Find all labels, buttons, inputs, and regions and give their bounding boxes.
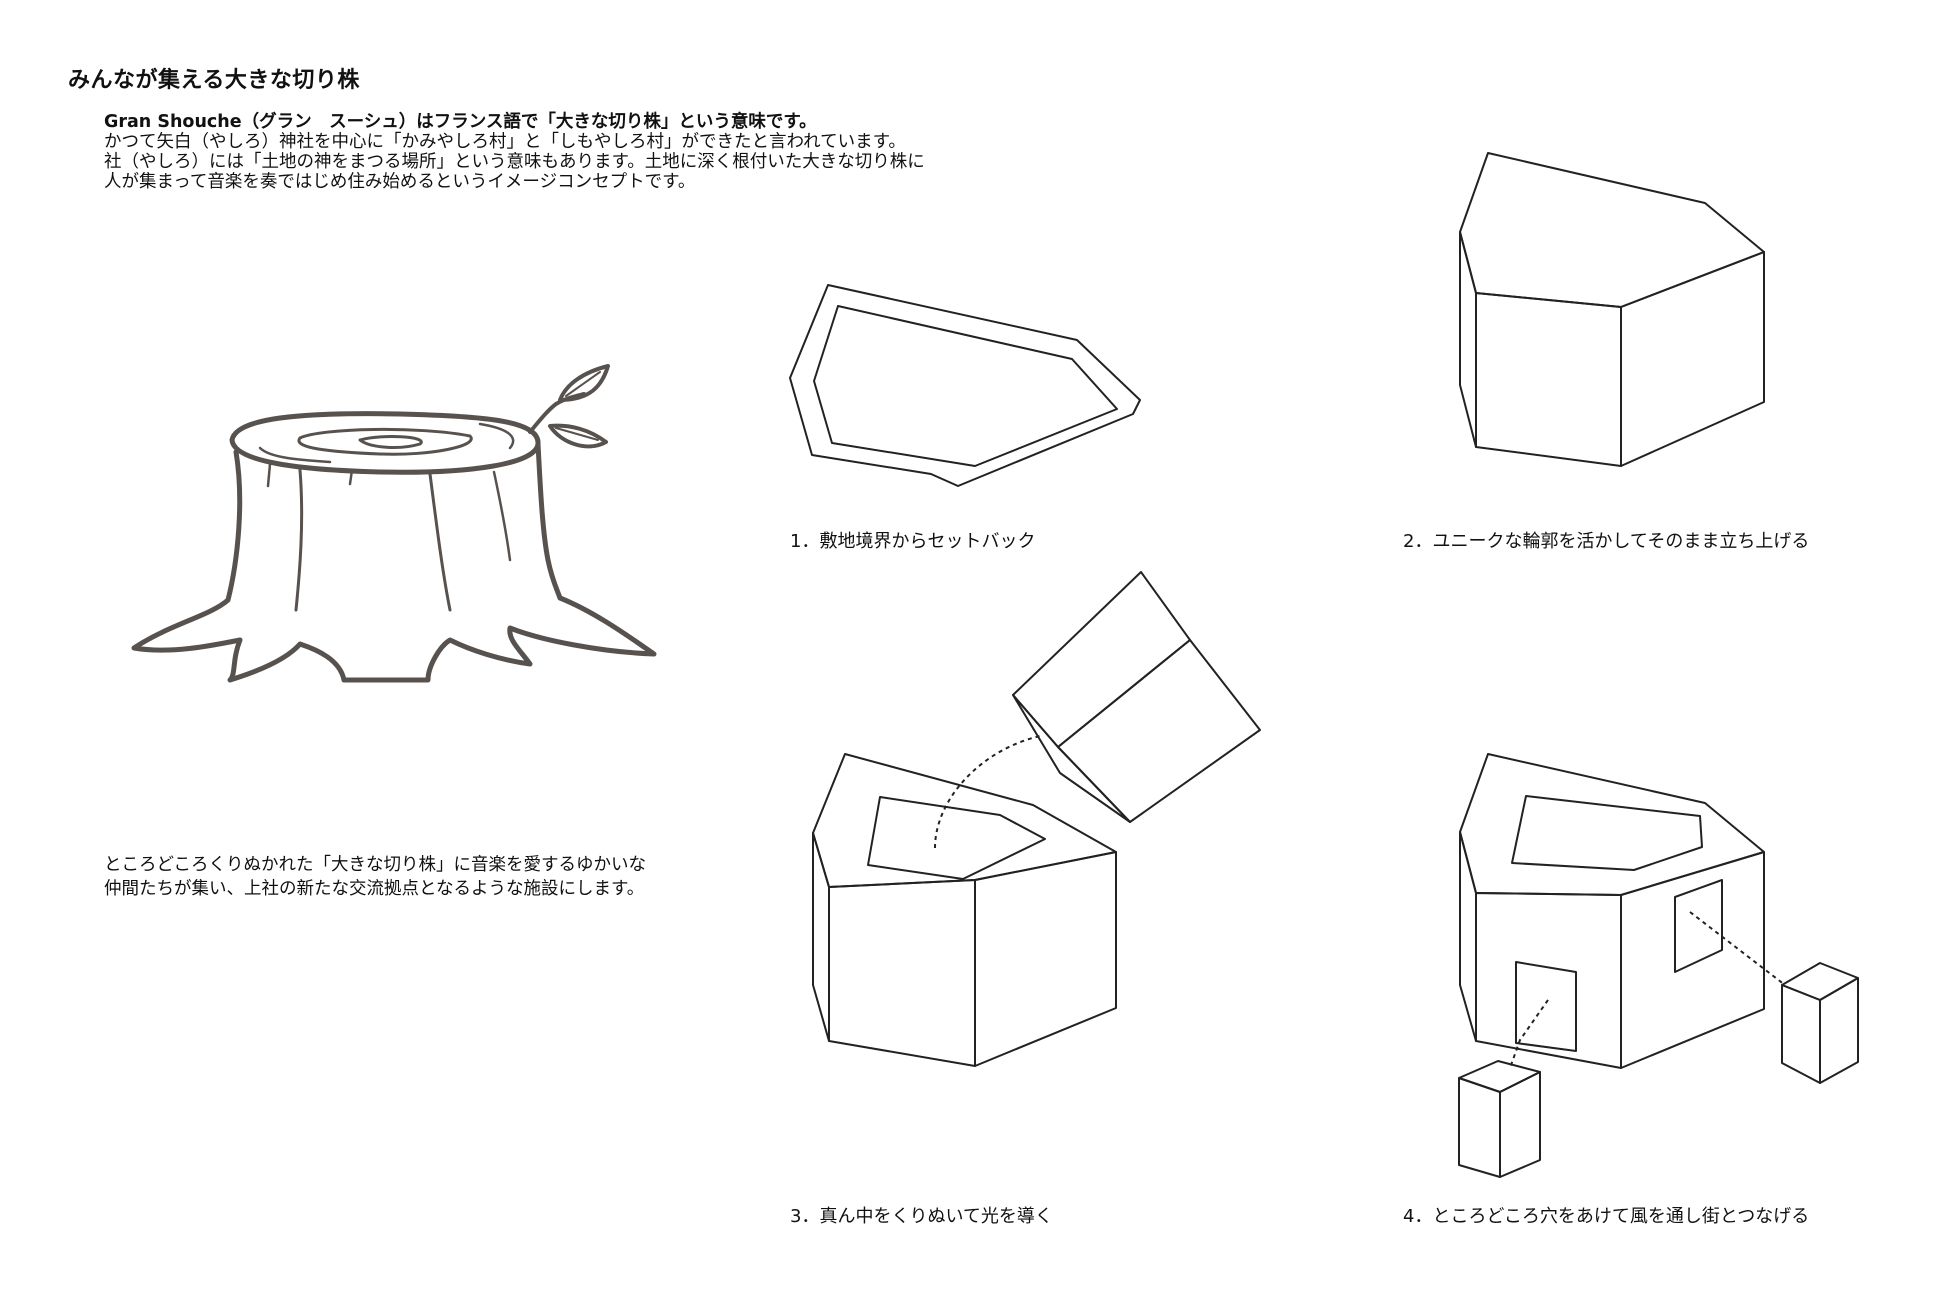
step3-caption: 3．真ん中をくりぬいて光を導く [790,1206,1053,1227]
stump-trunk-left [131,449,657,683]
stump-ring [358,435,423,449]
site-boundary [789,284,1141,487]
leaf-vein [555,371,601,441]
stump-ring [297,427,473,456]
step3-carved-volume [812,571,1261,1067]
carved-front [828,879,976,1067]
vent-path [1509,999,1549,1069]
plug-block-left-side [1499,1071,1541,1178]
removed-core-side [1057,639,1261,823]
plug-block-right-front [1781,984,1821,1084]
stump-grain [428,472,452,612]
carved-hole [867,796,1046,880]
stump-ring [258,446,332,464]
stump-grain [294,468,304,612]
carved-right [974,851,1117,1067]
plug-block-right-side [1819,977,1859,1084]
plug-block-left-top [1458,1060,1541,1093]
stump-trunk-right [535,441,563,601]
step2-extruded-volume [1459,152,1765,467]
intro-text: Gran Shouche（グラン スーシュ）はフランス語で「大きな切り株」という… [104,112,1064,192]
stump-ring [478,422,515,450]
setback-line [813,305,1118,467]
perforated-hole-top [1511,795,1703,871]
stump-grain [266,462,272,488]
intro-line: Gran Shouche（グラン スーシュ）はフランス語で「大きな切り株」という… [104,112,817,132]
perforated-right [1620,851,1765,1069]
removed-core-top [1012,571,1191,748]
vent-path [1689,911,1786,986]
step4-caption: 4．ところどころ穴をあけて風を通し街とつなげる [1403,1206,1810,1227]
volume-top [1459,152,1765,308]
carved-left [812,832,830,1042]
step1-caption: 1．敷地境界からセットバック [790,531,1036,552]
leaf-branch [528,392,586,434]
intro-line: 社（やしろ）には「土地の神をまつる場所」という意味もあります。土地に深く根付いた… [104,152,925,172]
core-path [934,735,1041,849]
stump-grain [348,468,354,486]
volume-side-left [1459,231,1477,448]
concept-line: 仲間たちが集い、上社の新たな交流拠点となるような施設にします。 [104,879,645,899]
intro-line: 人が集まって音楽を奏ではじめ住み始めるというイメージコンセプトです。 [104,172,696,192]
volume-side-right [1620,251,1765,467]
leaf [548,423,608,449]
removed-core-front [1012,694,1131,823]
leaf [558,364,610,402]
perforated-left [1459,831,1477,1042]
step1-setback-diagram [789,284,1141,487]
concept-text: ところどころくりぬかれた「大きな切り株」に音楽を愛するゆかいな 仲間たちが集い、… [104,853,744,901]
front-opening [1515,961,1577,1052]
perforated-top [1459,753,1765,896]
step4-perforated-volume [1458,753,1859,1178]
concept-line: ところどころくりぬかれた「大きな切り株」に音楽を愛するゆかいな [104,855,646,875]
stump-grain [492,470,512,562]
plug-block-right-top [1781,962,1859,1001]
carved-top [812,753,1117,888]
right-opening [1674,879,1723,973]
intro-line: かつて矢白（やしろ）神社を中心に「かみやしろ村」と「しもやしろ村」ができたと言わ… [104,132,906,152]
step2-caption: 2．ユニークな輪郭を活かしてそのまま立ち上げる [1403,531,1810,552]
volume-side-front [1475,292,1622,467]
plug-block-left-front [1458,1077,1501,1178]
perforated-front [1475,892,1622,1069]
page-title: みんなが集える大きな切り株 [68,68,360,93]
